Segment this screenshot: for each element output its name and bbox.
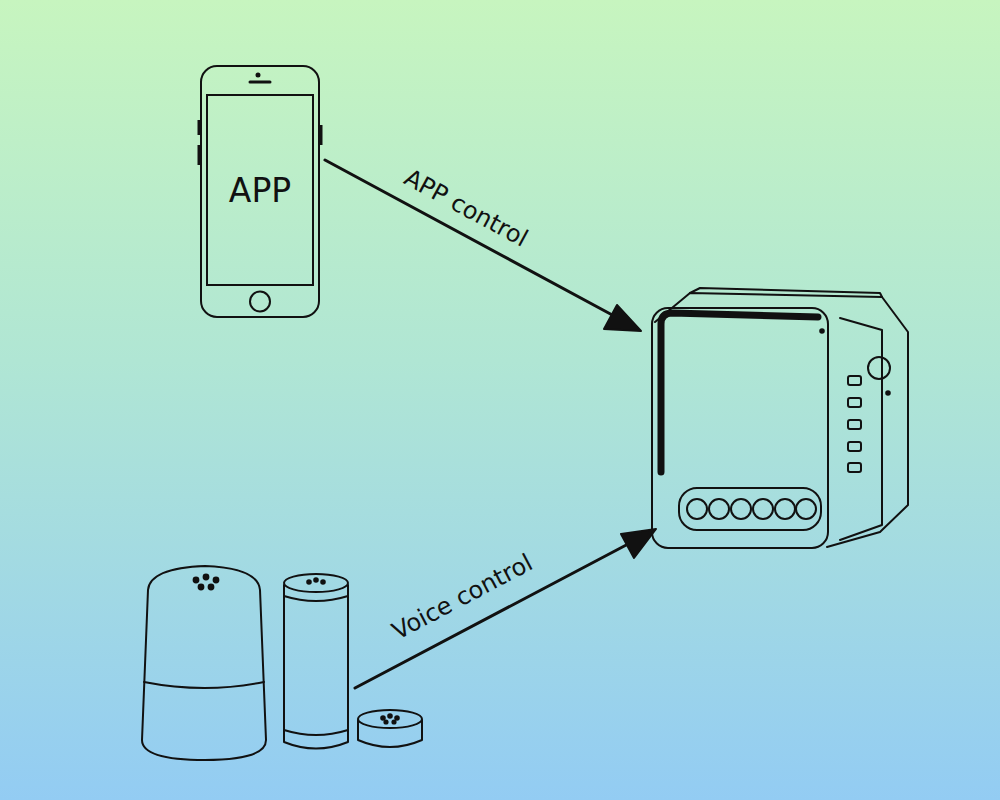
arrow (325, 160, 641, 331)
arrow-label: APP control (399, 163, 532, 252)
phone-node: APP (200, 65, 320, 318)
arrow (355, 529, 656, 688)
screen-text: APP (207, 95, 313, 285)
smart-speaker (142, 566, 266, 760)
cylinder-speaker (284, 574, 348, 749)
puck-speaker (358, 710, 422, 747)
switch-module (652, 288, 908, 548)
arrow-label: Voice control (387, 549, 537, 646)
